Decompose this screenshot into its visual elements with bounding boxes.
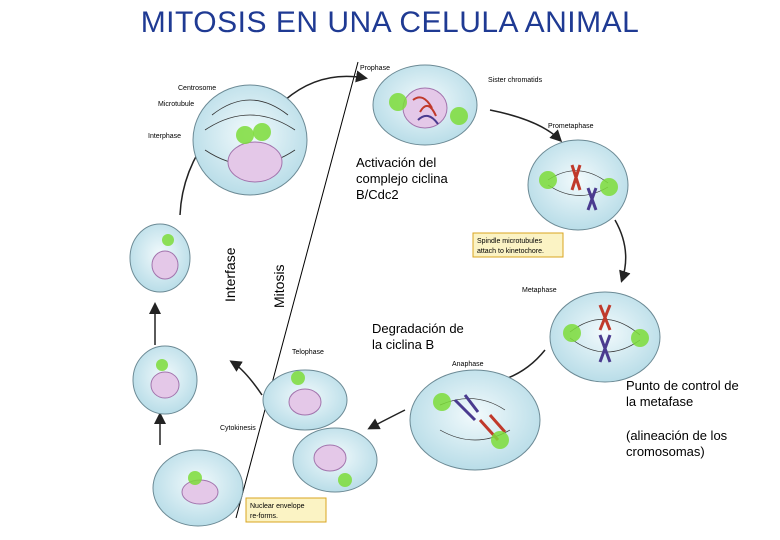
annotation-degradation: Degradación de la ciclina B: [372, 321, 464, 353]
label-centrosome: Centrosome: [178, 85, 216, 92]
annotation-line: complejo ciclina: [356, 171, 448, 186]
annotation-line: Activación del: [356, 155, 437, 170]
cell-metaphase: [549, 291, 661, 383]
label-metaphase: Metaphase: [522, 287, 557, 294]
page-title: MITOSIS EN UNA CELULA ANIMAL: [140, 6, 640, 39]
annotation-line: B/Cdc2: [356, 187, 399, 202]
cycle-arrow: [229, 360, 263, 396]
cell-telophase: [262, 369, 378, 493]
label-prometaphase: Prometaphase: [548, 123, 594, 130]
annotation-alignment: (alineación de los cromosomas): [626, 428, 727, 460]
label-anaphase: Anaphase: [452, 361, 484, 368]
cycle-arrow: [367, 409, 406, 430]
label-sister-chromatids: Sister chromatids: [488, 77, 543, 84]
cell-cytokinesis: [152, 449, 244, 527]
annotation-activation: Activación del complejo ciclina B/Cdc2: [356, 155, 448, 203]
annotation-checkpoint: Punto de control de la metafase: [626, 378, 739, 410]
cycle-arrow: [489, 109, 563, 143]
annotation-line: Punto de control de: [626, 378, 739, 393]
annotation-line: Degradación de: [372, 321, 464, 336]
label-microtubule: Microtubule: [158, 101, 194, 108]
label-envelope-note-1: Nuclear envelope: [250, 503, 305, 510]
label-mitosis-rotated: Mitosis: [271, 264, 287, 308]
cell-prophase: [372, 64, 478, 146]
cell-left-top: [129, 223, 191, 293]
spindle-note-box: [472, 232, 564, 258]
phase-divider-line: [235, 61, 359, 519]
annotation-line: (alineación de los: [626, 428, 728, 443]
envelope-note-box: [245, 497, 327, 523]
label-interfase-rotated: Interfase: [222, 247, 238, 302]
label-spindle-note-1: Spindle microtubules: [477, 238, 542, 245]
label-spindle-note-2: attach to kinetochore.: [477, 248, 544, 255]
annotation-line: cromosomas): [626, 444, 705, 459]
label-prophase: Prophase: [360, 65, 390, 72]
cell-interphase: [192, 84, 308, 196]
label-telophase: Telophase: [292, 349, 324, 356]
label-cytokinesis: Cytokinesis: [220, 425, 256, 432]
label-interphase: Interphase: [148, 133, 181, 140]
cell-anaphase: [409, 369, 541, 471]
label-envelope-note-2: re-forms.: [250, 513, 278, 520]
annotation-line: la metafase: [626, 394, 694, 409]
cell-left-middle: [132, 345, 198, 415]
cycle-arrow: [614, 219, 631, 283]
annotation-line: la ciclina B: [372, 337, 435, 352]
cycle-arrow: [284, 70, 368, 101]
cell-prometaphase: [527, 139, 629, 231]
